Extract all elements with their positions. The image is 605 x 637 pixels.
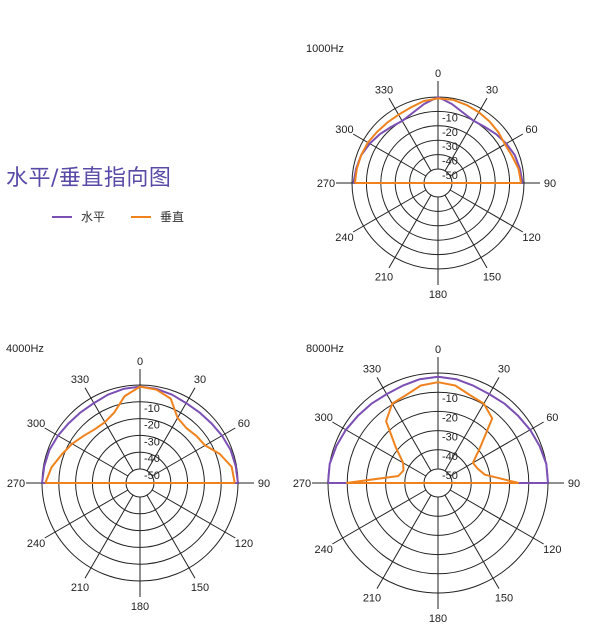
radial-tick-label: -30 bbox=[442, 141, 458, 153]
grid-spoke bbox=[352, 133, 427, 177]
grid-spoke bbox=[44, 489, 129, 539]
radial-tick-label: -50 bbox=[442, 170, 458, 182]
angle-tick-label: 60 bbox=[238, 418, 250, 430]
angle-tick-label: 270 bbox=[317, 178, 335, 190]
angle-tick-label: 210 bbox=[71, 582, 89, 594]
series-line-vertical bbox=[353, 97, 523, 184]
angle-tick-label: 240 bbox=[315, 544, 333, 556]
grid-spoke bbox=[376, 494, 432, 589]
grid-spoke bbox=[146, 494, 196, 579]
angle-tick-label: 90 bbox=[568, 478, 580, 490]
angle-tick-label: 330 bbox=[375, 84, 393, 96]
angle-tick-label: 270 bbox=[293, 478, 311, 490]
grid-spoke bbox=[449, 189, 524, 233]
radial-tick-label: -20 bbox=[442, 412, 458, 424]
polar-chart-1: 0 30 60 90 120 150 180 210 240 270 300 330 -10 -20 -30… bbox=[6, 343, 270, 613]
angle-tick-label: 300 bbox=[335, 124, 353, 136]
angle-tick-label: 120 bbox=[522, 232, 540, 244]
radial-tick-label: -40 bbox=[442, 451, 458, 463]
grid-spoke bbox=[151, 489, 236, 539]
angle-tick-label: 0 bbox=[435, 68, 441, 80]
angle-tick-label: 30 bbox=[498, 364, 510, 376]
polar-chart-0: 0 30 60 90 120 150 180 210 240 270 300 330 -10 -20 -30… bbox=[306, 43, 556, 301]
angle-tick-label: 270 bbox=[7, 478, 25, 490]
radial-tick-label: -40 bbox=[144, 453, 160, 465]
legend-item-horizontal: 水平 bbox=[52, 208, 105, 225]
angle-tick-label: 0 bbox=[137, 356, 143, 368]
angle-tick-label: 330 bbox=[71, 374, 89, 386]
series-line-horizontal bbox=[352, 96, 524, 184]
grid-spoke bbox=[388, 194, 432, 269]
series-line-vertical bbox=[44, 385, 236, 484]
grid-spoke bbox=[332, 421, 427, 477]
angle-tick-label: 30 bbox=[486, 84, 498, 96]
angle-tick-label: 210 bbox=[375, 272, 393, 284]
legend: 水平 垂直 bbox=[52, 208, 210, 225]
angle-tick-label: 120 bbox=[235, 538, 253, 550]
legend-swatch-horizontal bbox=[52, 215, 72, 218]
radial-tick-label: -50 bbox=[442, 470, 458, 482]
angle-tick-label: 240 bbox=[335, 232, 353, 244]
grid-spoke bbox=[444, 194, 488, 269]
radial-tick-label: -10 bbox=[442, 112, 458, 124]
angle-tick-label: 150 bbox=[495, 592, 513, 604]
angle-tick-label: 90 bbox=[544, 178, 556, 190]
grid-spoke bbox=[146, 387, 196, 472]
series-line-horizontal bbox=[327, 375, 549, 484]
legend-item-vertical: 垂直 bbox=[131, 208, 184, 225]
chart-title: 1000Hz bbox=[306, 43, 344, 55]
chart-title: 8000Hz bbox=[306, 343, 344, 355]
grid-spoke bbox=[84, 494, 134, 579]
chart-title: 4000Hz bbox=[6, 343, 44, 355]
radial-tick-label: -20 bbox=[144, 420, 160, 432]
angle-tick-label: 180 bbox=[429, 289, 447, 301]
legend-label-vertical: 垂直 bbox=[160, 210, 185, 224]
legend-label-horizontal: 水平 bbox=[81, 210, 106, 224]
angle-tick-label: 120 bbox=[543, 544, 561, 556]
angle-tick-label: 60 bbox=[546, 412, 558, 424]
angle-tick-label: 300 bbox=[315, 412, 333, 424]
angle-tick-label: 210 bbox=[363, 592, 381, 604]
radial-tick-label: -50 bbox=[144, 470, 160, 482]
angle-tick-label: 300 bbox=[27, 418, 45, 430]
radial-tick-label: -10 bbox=[442, 393, 458, 405]
angle-tick-label: 90 bbox=[258, 478, 270, 490]
angle-tick-label: 180 bbox=[429, 613, 447, 625]
radial-tick-label: -40 bbox=[442, 156, 458, 168]
grid-spoke bbox=[449, 489, 544, 545]
radial-tick-label: -30 bbox=[442, 432, 458, 444]
grid-spoke bbox=[444, 494, 500, 589]
legend-swatch-vertical bbox=[131, 215, 152, 218]
grid-spoke bbox=[376, 377, 432, 472]
angle-tick-label: 330 bbox=[363, 364, 381, 376]
grid-spoke bbox=[449, 133, 524, 177]
angle-tick-label: 150 bbox=[483, 272, 501, 284]
polar-chart-2: 0 30 60 90 120 150 180 210 240 270 300 330 -10 -20 -30… bbox=[293, 343, 580, 625]
grid-spoke bbox=[388, 97, 432, 172]
grid-spoke bbox=[444, 377, 500, 472]
radial-tick-label: -20 bbox=[442, 127, 458, 139]
angle-tick-label: 0 bbox=[435, 344, 441, 356]
grid-spoke bbox=[449, 421, 544, 477]
page-title: 水平/垂直指向图 bbox=[6, 166, 172, 191]
grid-spoke bbox=[444, 97, 488, 172]
angle-tick-label: 150 bbox=[191, 582, 209, 594]
grid-spoke bbox=[352, 189, 427, 233]
grid-spoke bbox=[84, 387, 134, 472]
grid-spoke bbox=[332, 489, 427, 545]
radial-tick-label: -10 bbox=[144, 403, 160, 415]
angle-tick-label: 60 bbox=[525, 124, 537, 136]
series-line-vertical bbox=[346, 381, 519, 484]
angle-tick-label: 180 bbox=[131, 601, 149, 613]
angle-tick-label: 240 bbox=[27, 538, 45, 550]
radial-tick-label: -30 bbox=[144, 436, 160, 448]
angle-tick-label: 30 bbox=[194, 374, 206, 386]
